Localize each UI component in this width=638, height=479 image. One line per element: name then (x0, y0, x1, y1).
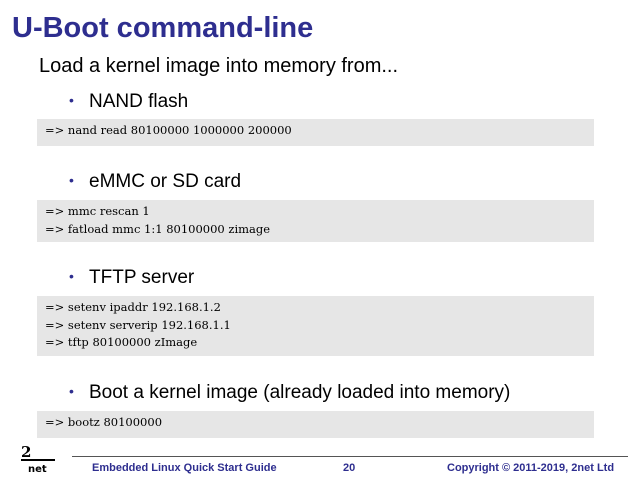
code-block-boot: => bootz 80100000 (37, 411, 594, 438)
code-line: => setenv serverip 192.168.1.1 (45, 317, 231, 332)
code-block-nand: => nand read 80100000 1000000 200000 (37, 119, 594, 146)
code-line: => setenv ipaddr 192.168.1.2 (45, 300, 221, 314)
slide-subtitle: Load a kernel image into memory from... (39, 55, 399, 77)
bullet-tftp: •TFTP server (69, 267, 195, 288)
bullet-dot-icon: • (69, 172, 74, 188)
slide-title: U-Boot command-line (12, 12, 314, 44)
code-line: => mmc rescan 1 (45, 204, 150, 218)
bullet-nand: •NAND flash (69, 91, 189, 112)
bullet-dot-icon: • (69, 268, 74, 284)
logo-text: net (28, 464, 47, 474)
2net-logo-icon: 2 net (21, 444, 55, 474)
bullet-dot-icon: • (69, 92, 74, 108)
footer-copyright: Copyright © 2011-2019, 2net Ltd (447, 462, 615, 474)
footer-page-number: 20 (343, 462, 356, 474)
footer-divider (72, 456, 628, 457)
bullet-dot-icon: • (69, 383, 74, 399)
bullet-boot: •Boot a kernel image (already loaded int… (69, 382, 511, 403)
code-line: => bootz 80100000 (45, 415, 163, 429)
bullet-emmc: •eMMC or SD card (69, 171, 242, 192)
code-block-emmc: => mmc rescan 1 => fatload mmc 1:1 80100… (37, 200, 594, 242)
footer-guide: Embedded Linux Quick Start Guide (92, 462, 277, 474)
logo-digit: 2 (21, 444, 31, 461)
logo-bar (21, 459, 55, 461)
code-block-tftp: => setenv ipaddr 192.168.1.2 => setenv s… (37, 296, 594, 356)
code-line: => tftp 80100000 zImage (45, 335, 198, 349)
code-line: => nand read 80100000 1000000 200000 (45, 123, 292, 137)
code-line: => fatload mmc 1:1 80100000 zimage (45, 221, 271, 236)
